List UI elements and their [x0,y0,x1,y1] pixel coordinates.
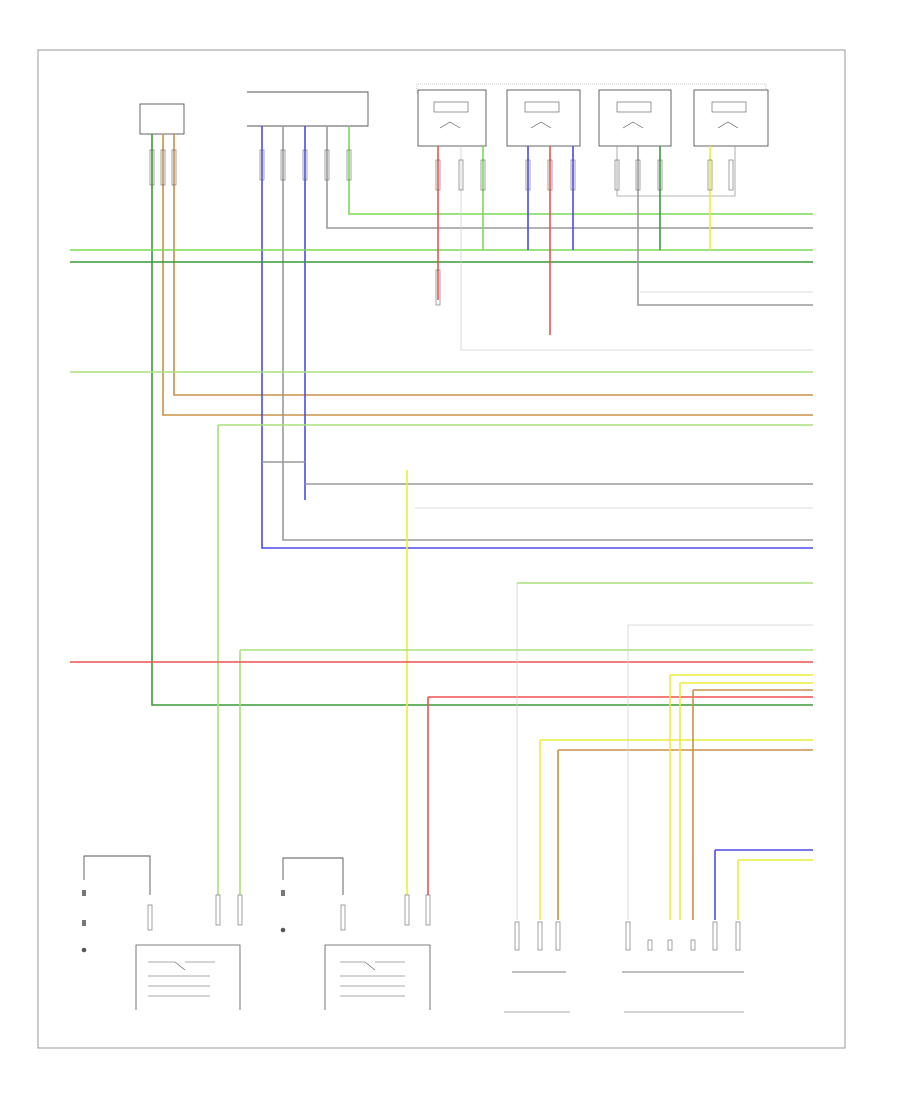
bottom-left-ground [81,855,151,953]
bottom-module-3 [504,921,570,1013]
wires [70,126,813,920]
sensor-4-box [693,89,769,147]
bottom-sensor-2 [324,894,431,1010]
bottom-sensor-1 [135,894,243,1010]
diagram-border [37,49,846,1049]
top-left-module-box [139,103,185,135]
left-module-box [247,91,369,127]
bottom-right-ground [280,857,344,933]
sensor-1-box [417,89,487,147]
left-module [247,91,369,127]
top-right-sensor-group [416,83,769,147]
connector-pins [149,149,734,306]
top-left-module [139,103,185,135]
sensor-2-box [506,89,581,147]
sensor-3-box [598,89,672,147]
bottom-module-4 [622,921,744,1013]
